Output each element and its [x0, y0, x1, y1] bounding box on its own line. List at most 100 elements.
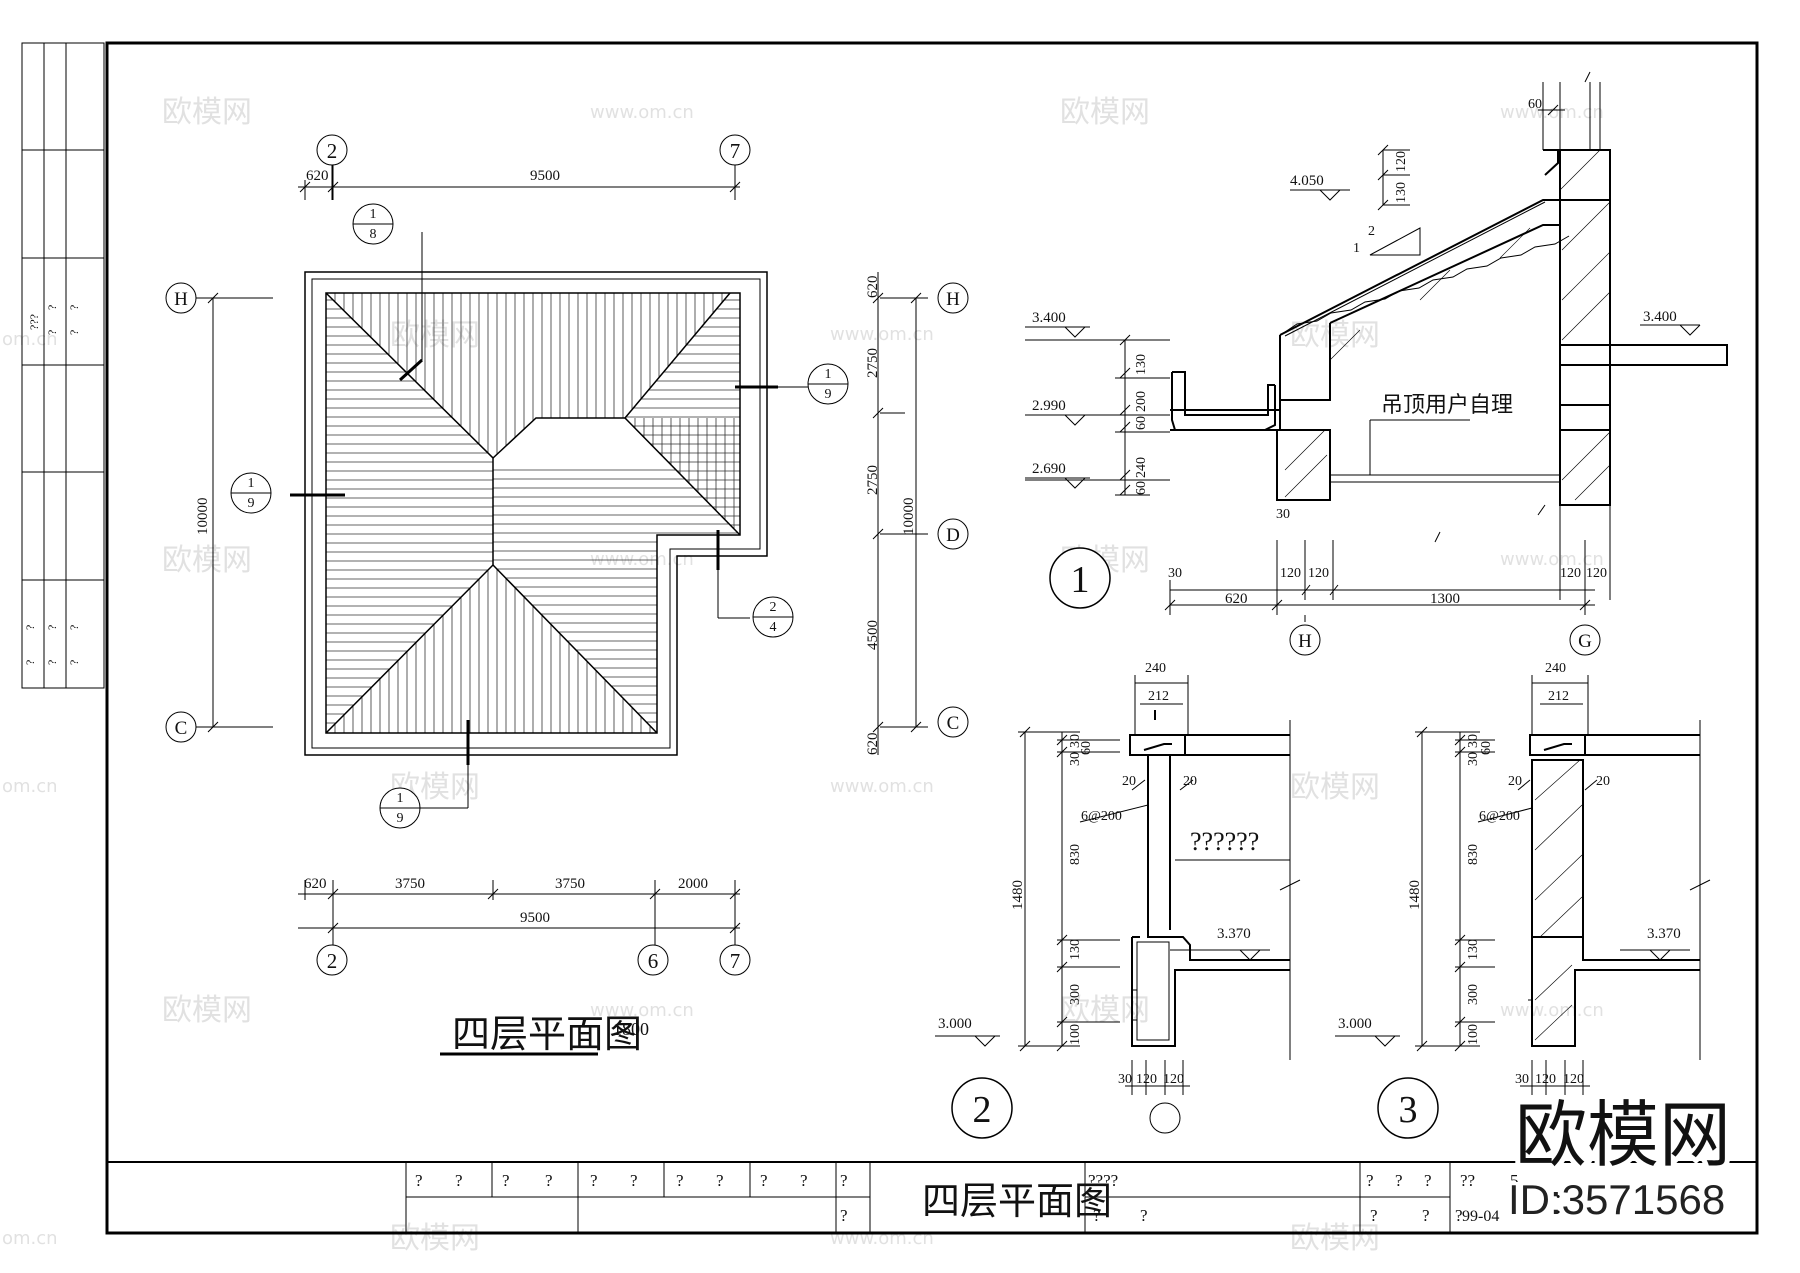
watermark-site-short: om.cn	[2, 1228, 58, 1249]
watermark-site: www.om.cn	[830, 1228, 934, 1249]
section-label: 3	[1399, 1089, 1418, 1131]
strip-text: ?	[67, 660, 81, 665]
section1-text: 4.050 3.400 2.990 2.690 3.400 130 200 60…	[1032, 97, 1677, 607]
block-title: 四层平面图	[922, 1179, 1112, 1223]
svg-text:620: 620	[1225, 591, 1248, 607]
dim-text: 10000	[901, 498, 917, 536]
dim-text: 620	[306, 168, 329, 184]
axis-bubble: H	[165, 282, 197, 314]
svg-text:6: 6	[648, 949, 659, 973]
callout-num: 1	[248, 476, 255, 491]
svg-text:7: 7	[730, 139, 741, 163]
svg-text:?: ?	[1140, 1206, 1148, 1225]
svg-text:?: ?	[1366, 1171, 1374, 1190]
watermark-site: www.om.cn	[1500, 1000, 1604, 1021]
watermark-site: www.om.cn	[590, 1000, 694, 1021]
callout-num: 2	[770, 600, 777, 615]
svg-text:120: 120	[1535, 1072, 1556, 1087]
watermark-brand: 欧模网	[1060, 95, 1150, 130]
svg-text:2: 2	[1368, 224, 1375, 239]
svg-text:20: 20	[1183, 774, 1197, 789]
svg-text:30: 30	[1466, 734, 1481, 748]
svg-text:?: ?	[590, 1171, 598, 1190]
svg-text:60: 60	[1134, 416, 1149, 430]
callout-num: 1	[825, 367, 832, 382]
svg-text:3.370: 3.370	[1217, 926, 1251, 942]
roof-hatch	[326, 293, 740, 733]
section-label: 1	[1071, 559, 1090, 601]
svg-text:240: 240	[1545, 661, 1566, 676]
section-label: 2	[973, 1089, 992, 1131]
svg-text:212: 212	[1548, 689, 1569, 704]
watermark-brand: 欧模网	[162, 993, 252, 1028]
axis-label: H	[1298, 631, 1312, 652]
detail-callout: 1 8	[352, 203, 394, 245]
axis-bubble: 2	[316, 134, 348, 166]
strip-text: ???	[27, 314, 41, 330]
callout-den: 8	[370, 227, 377, 242]
svg-text:100: 100	[1068, 1024, 1083, 1045]
svg-text:20: 20	[1596, 774, 1610, 789]
svg-text:1480: 1480	[1010, 880, 1026, 910]
strip-text: ?	[23, 625, 37, 630]
svg-text:830: 830	[1068, 844, 1083, 865]
watermark-site: www.om.cn	[830, 324, 934, 345]
svg-text:2: 2	[327, 139, 338, 163]
axis-bubble: 7	[719, 134, 751, 166]
svg-text:?: ?	[1422, 1206, 1430, 1225]
section-3: 3 240 212 30 30 830 130 300 100 1480 60 …	[1335, 661, 1711, 1139]
section-2: 2 240 212 30 30 830 130 300 100 1480 60 …	[935, 661, 1301, 1139]
svg-text:H: H	[946, 289, 960, 310]
hidden-note: ??????	[1190, 827, 1259, 856]
callout-den: 9	[248, 496, 255, 511]
strip-text: ?	[67, 305, 81, 310]
svg-text:?: ?	[630, 1171, 638, 1190]
svg-text:30: 30	[1515, 1072, 1529, 1087]
svg-text:20: 20	[1122, 774, 1136, 789]
plan-dimensions	[207, 165, 928, 950]
title-block-text: ? ? ? ? ? ? ? ? ? ? ? ? 四层平面图 ???? ? ? ?…	[415, 1171, 1519, 1225]
axis-bubble: 7	[719, 944, 751, 976]
svg-text:6@200: 6@200	[1479, 809, 1520, 824]
svg-text:?: ?	[545, 1171, 553, 1190]
svg-text:?: ?	[415, 1171, 423, 1190]
svg-text:212: 212	[1148, 689, 1169, 704]
svg-text:?: ?	[800, 1171, 808, 1190]
detail-callout: 1 9	[807, 363, 849, 405]
svg-text:1: 1	[1353, 241, 1360, 256]
watermark-brand: 欧模网	[1290, 770, 1380, 805]
svg-text:3.400: 3.400	[1643, 309, 1677, 325]
dim-text: 9500	[520, 910, 550, 926]
watermark-brand: 欧模网	[1290, 1221, 1380, 1256]
svg-text:60: 60	[1134, 481, 1149, 495]
section2-text: 240 212 30 30 830 130 300 100 1480 60 20…	[938, 661, 1259, 1087]
svg-text:?: ?	[455, 1171, 463, 1190]
ceiling-note: 吊顶用户自理	[1381, 393, 1513, 418]
svg-text:H: H	[174, 289, 188, 310]
svg-text:?: ?	[716, 1171, 724, 1190]
svg-text:30: 30	[1068, 752, 1083, 766]
svg-text:200: 200	[1134, 391, 1149, 412]
dim-text: 2750	[865, 465, 881, 495]
watermark-brand: 欧模网	[390, 318, 480, 353]
axis-bubble: 6	[637, 944, 669, 976]
watermark-site: www.om.cn	[590, 102, 694, 123]
plan-callouts	[290, 232, 808, 809]
svg-text:30: 30	[1276, 507, 1290, 522]
svg-text:2: 2	[327, 949, 338, 973]
plan-dimension-text: 620 9500 620 3750 3750 2000 9500 10000 6…	[195, 168, 917, 926]
watermark-brand: 欧模网	[1290, 318, 1380, 353]
svg-text:130: 130	[1068, 939, 1083, 960]
svg-text:?: ?	[676, 1171, 684, 1190]
svg-text:3.370: 3.370	[1647, 926, 1681, 942]
dim-text: 3750	[555, 876, 585, 892]
axis-bubble: H	[937, 282, 969, 314]
svg-text:4.050: 4.050	[1290, 173, 1324, 189]
svg-text:3.000: 3.000	[1338, 1016, 1372, 1032]
svg-text:?: ?	[1455, 1206, 1463, 1225]
dim-text: 9500	[530, 168, 560, 184]
watermark-site: www.om.cn	[590, 549, 694, 570]
watermark-site: www.om.cn	[1500, 549, 1604, 570]
strip-text: ?	[67, 330, 81, 335]
